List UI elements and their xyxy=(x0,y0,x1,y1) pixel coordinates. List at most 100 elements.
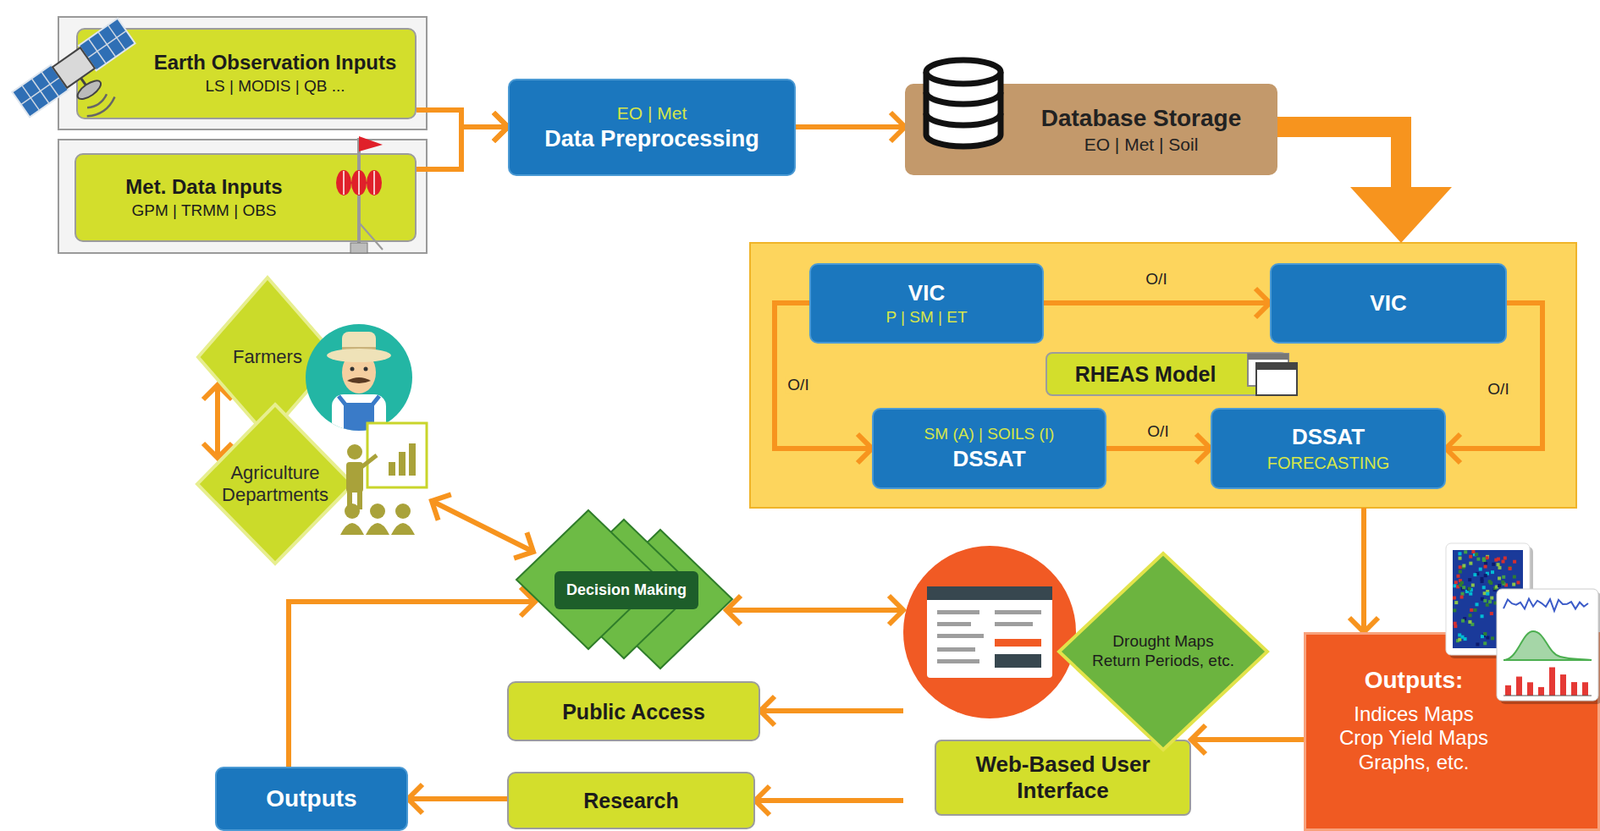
drawing-part xyxy=(369,503,386,519)
node-title: Outputs xyxy=(265,784,357,814)
node-text: Data Preprocessing xyxy=(544,125,760,153)
drawing-part xyxy=(364,367,369,372)
drawing-part xyxy=(350,367,355,372)
drawing-part xyxy=(926,60,1001,84)
drawing-part xyxy=(1467,578,1472,582)
drawing-part xyxy=(395,503,411,519)
node-title: Outputs: xyxy=(1364,666,1464,696)
drawing-part xyxy=(1454,601,1458,605)
edge-label: O/I xyxy=(1484,380,1512,399)
drawing-part xyxy=(937,659,980,664)
drawing-part xyxy=(74,77,104,103)
flow-arrow xyxy=(288,601,536,767)
drawing-part xyxy=(358,136,383,152)
drawing-part xyxy=(937,647,976,652)
drawing-part xyxy=(1484,562,1488,566)
drawing-part xyxy=(1501,560,1506,564)
node-title: Web-Based User Interface xyxy=(934,739,1192,817)
drawing-part xyxy=(1458,570,1463,574)
model-panel: RHEAS ModelVICP | SM | ETVICSM (A) | SOI… xyxy=(750,242,1577,508)
drawing-part xyxy=(1453,584,1457,588)
decision-diamonds: Decision Making xyxy=(507,507,745,674)
drawing-part xyxy=(391,523,415,536)
drawing-part xyxy=(350,242,368,254)
drawing-part xyxy=(1490,636,1495,640)
drawing-part xyxy=(1512,575,1517,580)
drawing-part xyxy=(1489,596,1494,601)
drawing-part xyxy=(21,77,61,105)
flow-arrow-large xyxy=(1277,126,1402,210)
drawing-part xyxy=(1560,674,1567,696)
node-title: VIC xyxy=(1369,290,1407,317)
drawing-part xyxy=(1480,634,1485,639)
drawing-part xyxy=(1491,562,1496,567)
drawing-part xyxy=(1497,566,1501,570)
model-box: SM (A) | SOILS (I)DSSAT xyxy=(871,408,1107,490)
node-title: Decision Making xyxy=(554,571,699,611)
drawing-part xyxy=(1489,612,1494,616)
drawing-part xyxy=(346,462,364,493)
drawing-part xyxy=(347,377,371,384)
drawing-part xyxy=(52,47,95,89)
node-title: EO | Met xyxy=(617,102,687,124)
node-title: Earth Observation Inputs xyxy=(154,50,398,76)
node-title: Research xyxy=(583,788,679,814)
node-title: Agriculture Departments xyxy=(220,462,331,508)
drawing-part xyxy=(1508,567,1512,571)
drawing-part xyxy=(358,171,360,195)
node-text: P | SM | ET xyxy=(885,308,967,328)
node-text: EO | Met | Soil xyxy=(1084,133,1199,155)
drawing-part xyxy=(1503,556,1507,560)
drawing-part xyxy=(903,546,1076,719)
drawing-part xyxy=(1490,570,1495,574)
drawing-part xyxy=(937,634,984,639)
drawing-part xyxy=(1485,592,1490,596)
flow-arrow xyxy=(416,126,508,170)
input-box: Met. Data InputsGPM | TRMM | OBS xyxy=(74,153,417,243)
drawing-part xyxy=(1485,591,1490,596)
node-title: SM (A) | SOILS (I) xyxy=(924,424,1055,445)
drawing-part xyxy=(1505,685,1512,696)
drawing-part xyxy=(926,586,1053,679)
drawing-part xyxy=(1538,687,1545,696)
drawing-part xyxy=(351,170,367,196)
drawing-part xyxy=(1469,608,1474,613)
drawing-part xyxy=(1461,619,1465,624)
database-box: Database StorageEO | Met | Soil xyxy=(904,83,1278,176)
drawing-part xyxy=(1484,565,1488,569)
drawing-part xyxy=(926,586,1053,601)
drawing-part xyxy=(1468,555,1473,559)
anemo-icon xyxy=(76,154,419,244)
drawing-part xyxy=(1503,695,1592,697)
flow-arrow xyxy=(1106,446,1211,452)
drawing-part xyxy=(1473,608,1477,613)
flow-arrow xyxy=(431,501,534,552)
drawing-part xyxy=(373,171,376,195)
flow-arrow xyxy=(795,124,905,130)
drawing-part xyxy=(1474,552,1479,557)
node-text: Indices Maps Crop Yield Maps Graphs, etc… xyxy=(1335,702,1493,776)
model-box: VICP | SM | ET xyxy=(809,263,1044,344)
node-title: Public Access xyxy=(562,699,706,725)
drawing-part xyxy=(1582,682,1589,696)
flow-arrow xyxy=(215,385,221,458)
drawing-part xyxy=(408,443,416,476)
drawing-part xyxy=(1467,587,1471,591)
drawing-part xyxy=(1488,600,1492,604)
drawing-part xyxy=(1475,602,1479,607)
drawing-part xyxy=(926,92,1001,126)
drawing-part xyxy=(366,170,382,196)
flow-arrow xyxy=(408,796,508,802)
stakeholder-diamond: Agriculture Departments xyxy=(195,402,432,566)
drawing-part xyxy=(1497,584,1501,588)
drawing-part xyxy=(1494,558,1498,563)
product-diamond: Drought Maps Return Periods, etc. xyxy=(1057,551,1269,752)
drawing-part xyxy=(1484,573,1488,578)
input-frame xyxy=(58,139,427,254)
drawing-part xyxy=(1452,596,1457,601)
drawing-part xyxy=(1497,576,1501,580)
flow-arrow xyxy=(726,607,904,613)
flow-arrow xyxy=(1043,300,1270,306)
drawing-part xyxy=(937,610,980,615)
